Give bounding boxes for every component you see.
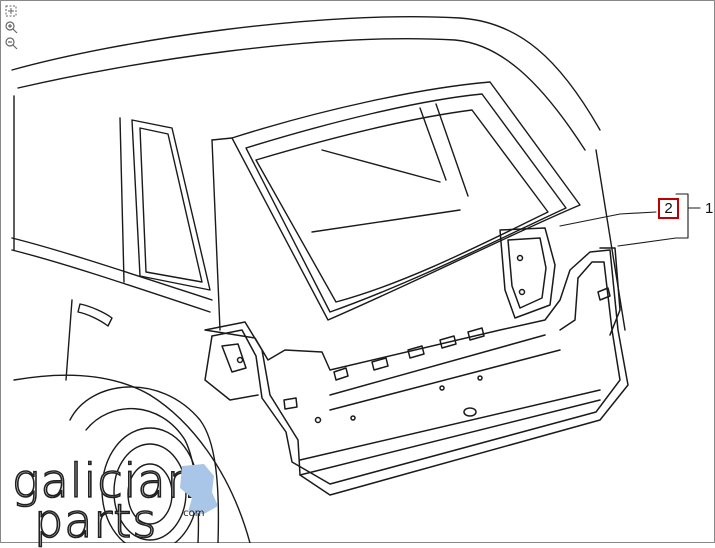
car-body-outline <box>11 16 626 543</box>
callout-2-label: 2 <box>664 200 673 217</box>
rear-panel-part <box>204 227 629 496</box>
watermark-suffix: .com <box>180 508 205 519</box>
fit-view-icon[interactable] <box>4 4 19 18</box>
zoom-in-icon[interactable] <box>4 20 19 34</box>
galicia-map-shape <box>180 464 218 514</box>
viewer-toolbar <box>4 4 20 50</box>
callout-1-label: 1 <box>705 200 714 217</box>
callout-1[interactable]: 1 <box>705 200 713 217</box>
zoom-out-icon[interactable] <box>4 36 19 50</box>
galicianparts-watermark: galician parts .com <box>11 454 218 548</box>
callout-2[interactable]: 2 <box>658 198 679 219</box>
watermark-line-2: parts <box>33 494 158 548</box>
callout-leaders <box>559 193 701 247</box>
watermark-line-1: galician <box>11 454 197 508</box>
